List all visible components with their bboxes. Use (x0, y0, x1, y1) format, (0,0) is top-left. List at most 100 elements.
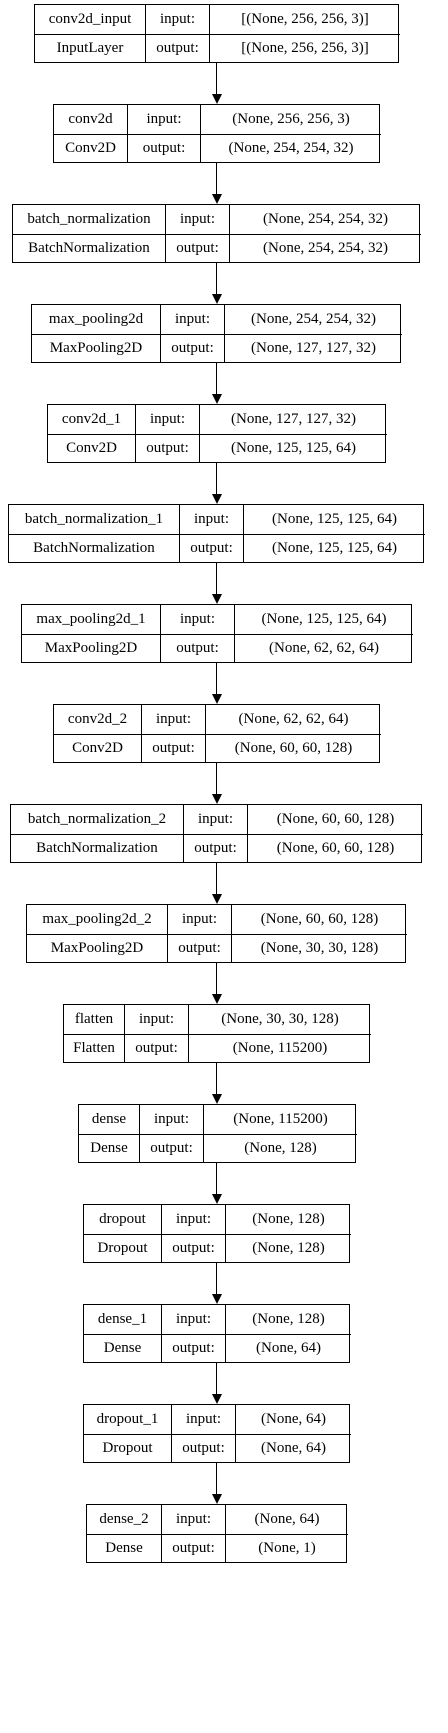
output-shape: (None, 125, 125, 64) (243, 534, 425, 562)
arrow-head-icon (211, 394, 222, 404)
layer-name: conv2d_input (48, 10, 132, 27)
layer-type: MaxPooling2D (49, 339, 143, 356)
output-shape: [(None, 256, 256, 3)] (209, 34, 400, 62)
input-label: input: (183, 805, 247, 834)
layer-type: Conv2D (66, 439, 117, 456)
output-label: output: (171, 1434, 235, 1462)
layer-type: Dense (103, 1339, 142, 1356)
input-shape: (None, 254, 254, 32) (229, 205, 421, 234)
edge-line (216, 63, 217, 94)
output-shape: (None, 62, 62, 64) (234, 634, 413, 662)
input-label: input: (141, 705, 205, 734)
arrow-head-icon (211, 1494, 222, 1504)
layer-name: dropout_1 (96, 1410, 159, 1427)
output-label: output: (179, 534, 243, 562)
arrow-head-icon (211, 294, 222, 304)
output-shape: (None, 60, 60, 128) (247, 834, 423, 862)
input-label: input: (167, 905, 231, 934)
output-label: output: (145, 34, 209, 62)
arrow-head-icon (211, 694, 222, 704)
layer-type: Dense (105, 1539, 143, 1556)
layer-type: InputLayer (56, 39, 124, 56)
edge-line (216, 563, 217, 594)
output-label: output: (165, 234, 229, 262)
layer-name: conv2d (68, 110, 113, 127)
output-shape: (None, 128) (203, 1134, 357, 1162)
arrow-head-icon (211, 194, 222, 204)
output-label: output: (139, 1134, 203, 1162)
layer-type: BatchNormalization (36, 839, 158, 856)
layer-type: MaxPooling2D (44, 639, 138, 656)
arrow-head-icon (211, 494, 222, 504)
output-shape: (None, 254, 254, 32) (229, 234, 421, 262)
input-shape: (None, 256, 256, 3) (200, 105, 381, 134)
input-label: input: (160, 605, 234, 634)
arrow-head-icon (211, 1294, 222, 1304)
layer-output-row: Dropout output:(None, 128) (84, 1233, 351, 1262)
input-label: input: (135, 405, 199, 434)
input-shape: (None, 64) (235, 1405, 351, 1434)
layer-type: BatchNormalization (33, 539, 155, 556)
layer-name: dense (91, 1110, 127, 1127)
input-shape: (None, 60, 60, 128) (231, 905, 407, 934)
output-label: output: (161, 1234, 225, 1262)
layer-output-row: BatchNormalization output:(None, 254, 254… (13, 233, 421, 262)
layer-name: max_pooling2d (48, 310, 144, 327)
layer-name: batch_normalization (27, 210, 151, 227)
output-shape: (None, 64) (235, 1434, 351, 1462)
input-label: input: (161, 1305, 225, 1334)
input-shape: (None, 60, 60, 128) (247, 805, 423, 834)
output-shape: (None, 125, 125, 64) (199, 434, 387, 462)
arrow-head-icon (211, 1394, 222, 1404)
input-label: input: (124, 1005, 188, 1034)
edge-line (216, 863, 217, 894)
edge-line (216, 663, 217, 694)
layer-type: Flatten (73, 1039, 115, 1056)
layer-type: Dropout (97, 1239, 148, 1256)
output-shape: (None, 115200) (188, 1034, 371, 1062)
layer-name: batch_normalization_2 (27, 810, 167, 827)
layer-type: BatchNormalization (28, 239, 150, 256)
layer-output-row: BatchNormalization output:(None, 125, 125… (9, 533, 425, 562)
output-shape: (None, 60, 60, 128) (205, 734, 381, 762)
layer-name: batch_normalization_1 (24, 510, 164, 527)
edge-line (216, 1363, 217, 1394)
edge-line (216, 1163, 217, 1194)
input-label: input: (161, 1505, 225, 1534)
input-shape: [(None, 256, 256, 3)] (209, 5, 400, 34)
edge-line (216, 1263, 217, 1294)
output-label: output: (135, 434, 199, 462)
edge-line (216, 763, 217, 794)
input-label: input: (165, 205, 229, 234)
input-label: input: (160, 305, 224, 334)
input-shape: (None, 115200) (203, 1105, 357, 1134)
output-shape: (None, 128) (225, 1234, 351, 1262)
arrow-head-icon (211, 794, 222, 804)
layer-type: Conv2D (65, 139, 116, 156)
input-label: input: (139, 1105, 203, 1134)
output-label: output: (160, 334, 224, 362)
